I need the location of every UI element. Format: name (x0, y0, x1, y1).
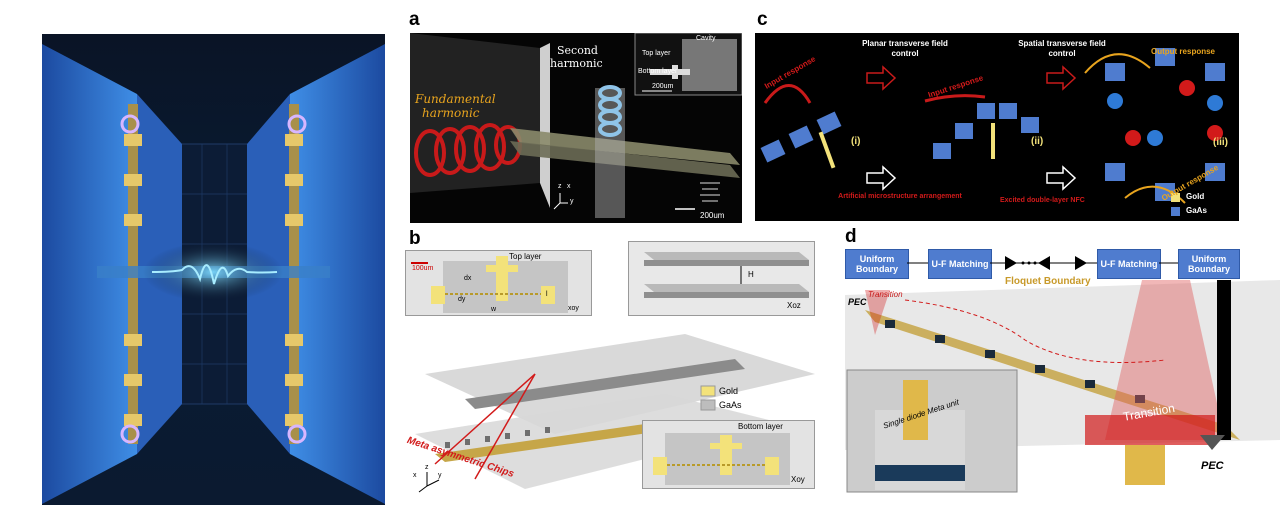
axis-x-label: x (413, 472, 417, 479)
panel-label-a: a (409, 9, 420, 30)
label-iii: (iii) (1213, 137, 1228, 148)
meta-chip-3d (415, 334, 815, 493)
bottom-layer-title: Bottom layer (738, 422, 783, 431)
artificial-arrangement-label: Artificial microstructure arrangement (838, 193, 962, 200)
legend-gaas-label: GaAs (719, 400, 742, 410)
xoz-label: Xoz (787, 301, 801, 310)
panel-a-artwork (410, 32, 743, 223)
top-layer-scale-label: 100um (412, 265, 434, 272)
output-response-1: Output response (1151, 47, 1216, 56)
panel-b-area: 100um Top layer dx dy w l xoy H Xoz (405, 241, 815, 505)
second-label: Second (557, 44, 598, 57)
top-layer-title: Top layer (509, 252, 542, 261)
dy-label: dy (458, 296, 466, 303)
panel-label-c: c (757, 9, 768, 30)
legend-gold-label: Gold (719, 386, 739, 396)
bottom-layer-pattern (653, 433, 790, 485)
uf-matching-box-1: U-F Matching (928, 249, 992, 279)
l-label: l (546, 291, 548, 298)
xoy-bottom-label: Xoy (791, 475, 805, 484)
H-label: H (748, 270, 754, 279)
panel-label-b: b (409, 228, 421, 249)
uf-matching-box-2: U-F Matching (1097, 249, 1161, 279)
axis-y-label: y (438, 472, 442, 479)
panel-label-d: d (845, 226, 857, 247)
planar-control-label: Planar transverse field control (862, 39, 948, 58)
axis-z-label: z (425, 464, 429, 471)
main-scale-label: 200um (700, 211, 725, 220)
panel-c-artwork (760, 48, 1225, 216)
axis-x-label: x (567, 183, 571, 190)
floquet-boundary-label: Floquet Boundary (1005, 276, 1091, 287)
dx-label: dx (464, 275, 472, 282)
uniform-boundary-box-2: Uniform Boundary (1178, 249, 1240, 279)
xoy-top-label: xoy (568, 305, 579, 312)
fundamental-label: Fundamental (415, 92, 496, 106)
xoz-inset: H Xoz (628, 241, 815, 316)
uniform-boundary-box-1: Uniform Boundary (845, 249, 909, 279)
legend-gaas-label: GaAs (1186, 206, 1207, 215)
second-harmonic-label: harmonic (550, 57, 603, 70)
label-i: (i) (851, 136, 861, 147)
panel-a-image: Fundamental harmonic Second harmonic Cav… (410, 32, 743, 223)
axis-y-label: y (570, 198, 574, 205)
w-label: w (491, 306, 497, 313)
harmonic-label: harmonic (422, 106, 480, 120)
inset-bottom-layer-label: Bottom layer (638, 68, 678, 75)
inset-top-layer-label: Top layer (642, 50, 671, 57)
transition-small-label: Transition (868, 290, 903, 299)
bottom-layer-inset: Bottom layer Xoy (642, 420, 815, 489)
axis-z-label: z (558, 183, 562, 190)
pec-label-1: PEC (848, 297, 867, 307)
legend-gold-label: Gold (1186, 192, 1205, 201)
panel-d-artwork (845, 256, 1280, 493)
inset-scale-label: 200um (652, 83, 674, 90)
spatial-control-label: Spatial transverse field control (1018, 39, 1106, 58)
top-layer-inset: 100um Top layer dx dy w l xoy (405, 250, 592, 316)
panel-c-image: Planar transverse field control Spatial … (755, 33, 1239, 221)
hero-artwork (42, 44, 385, 504)
top-layer-pattern (411, 256, 568, 313)
cavity-label: Cavity (696, 35, 716, 42)
xoz-pattern (644, 252, 809, 298)
excited-nfc-label: Excited double-layer NFC (1000, 197, 1085, 204)
hero-illustration (42, 34, 385, 505)
pec-label-2: PEC (1201, 460, 1224, 472)
label-ii: (ii) (1031, 136, 1044, 147)
